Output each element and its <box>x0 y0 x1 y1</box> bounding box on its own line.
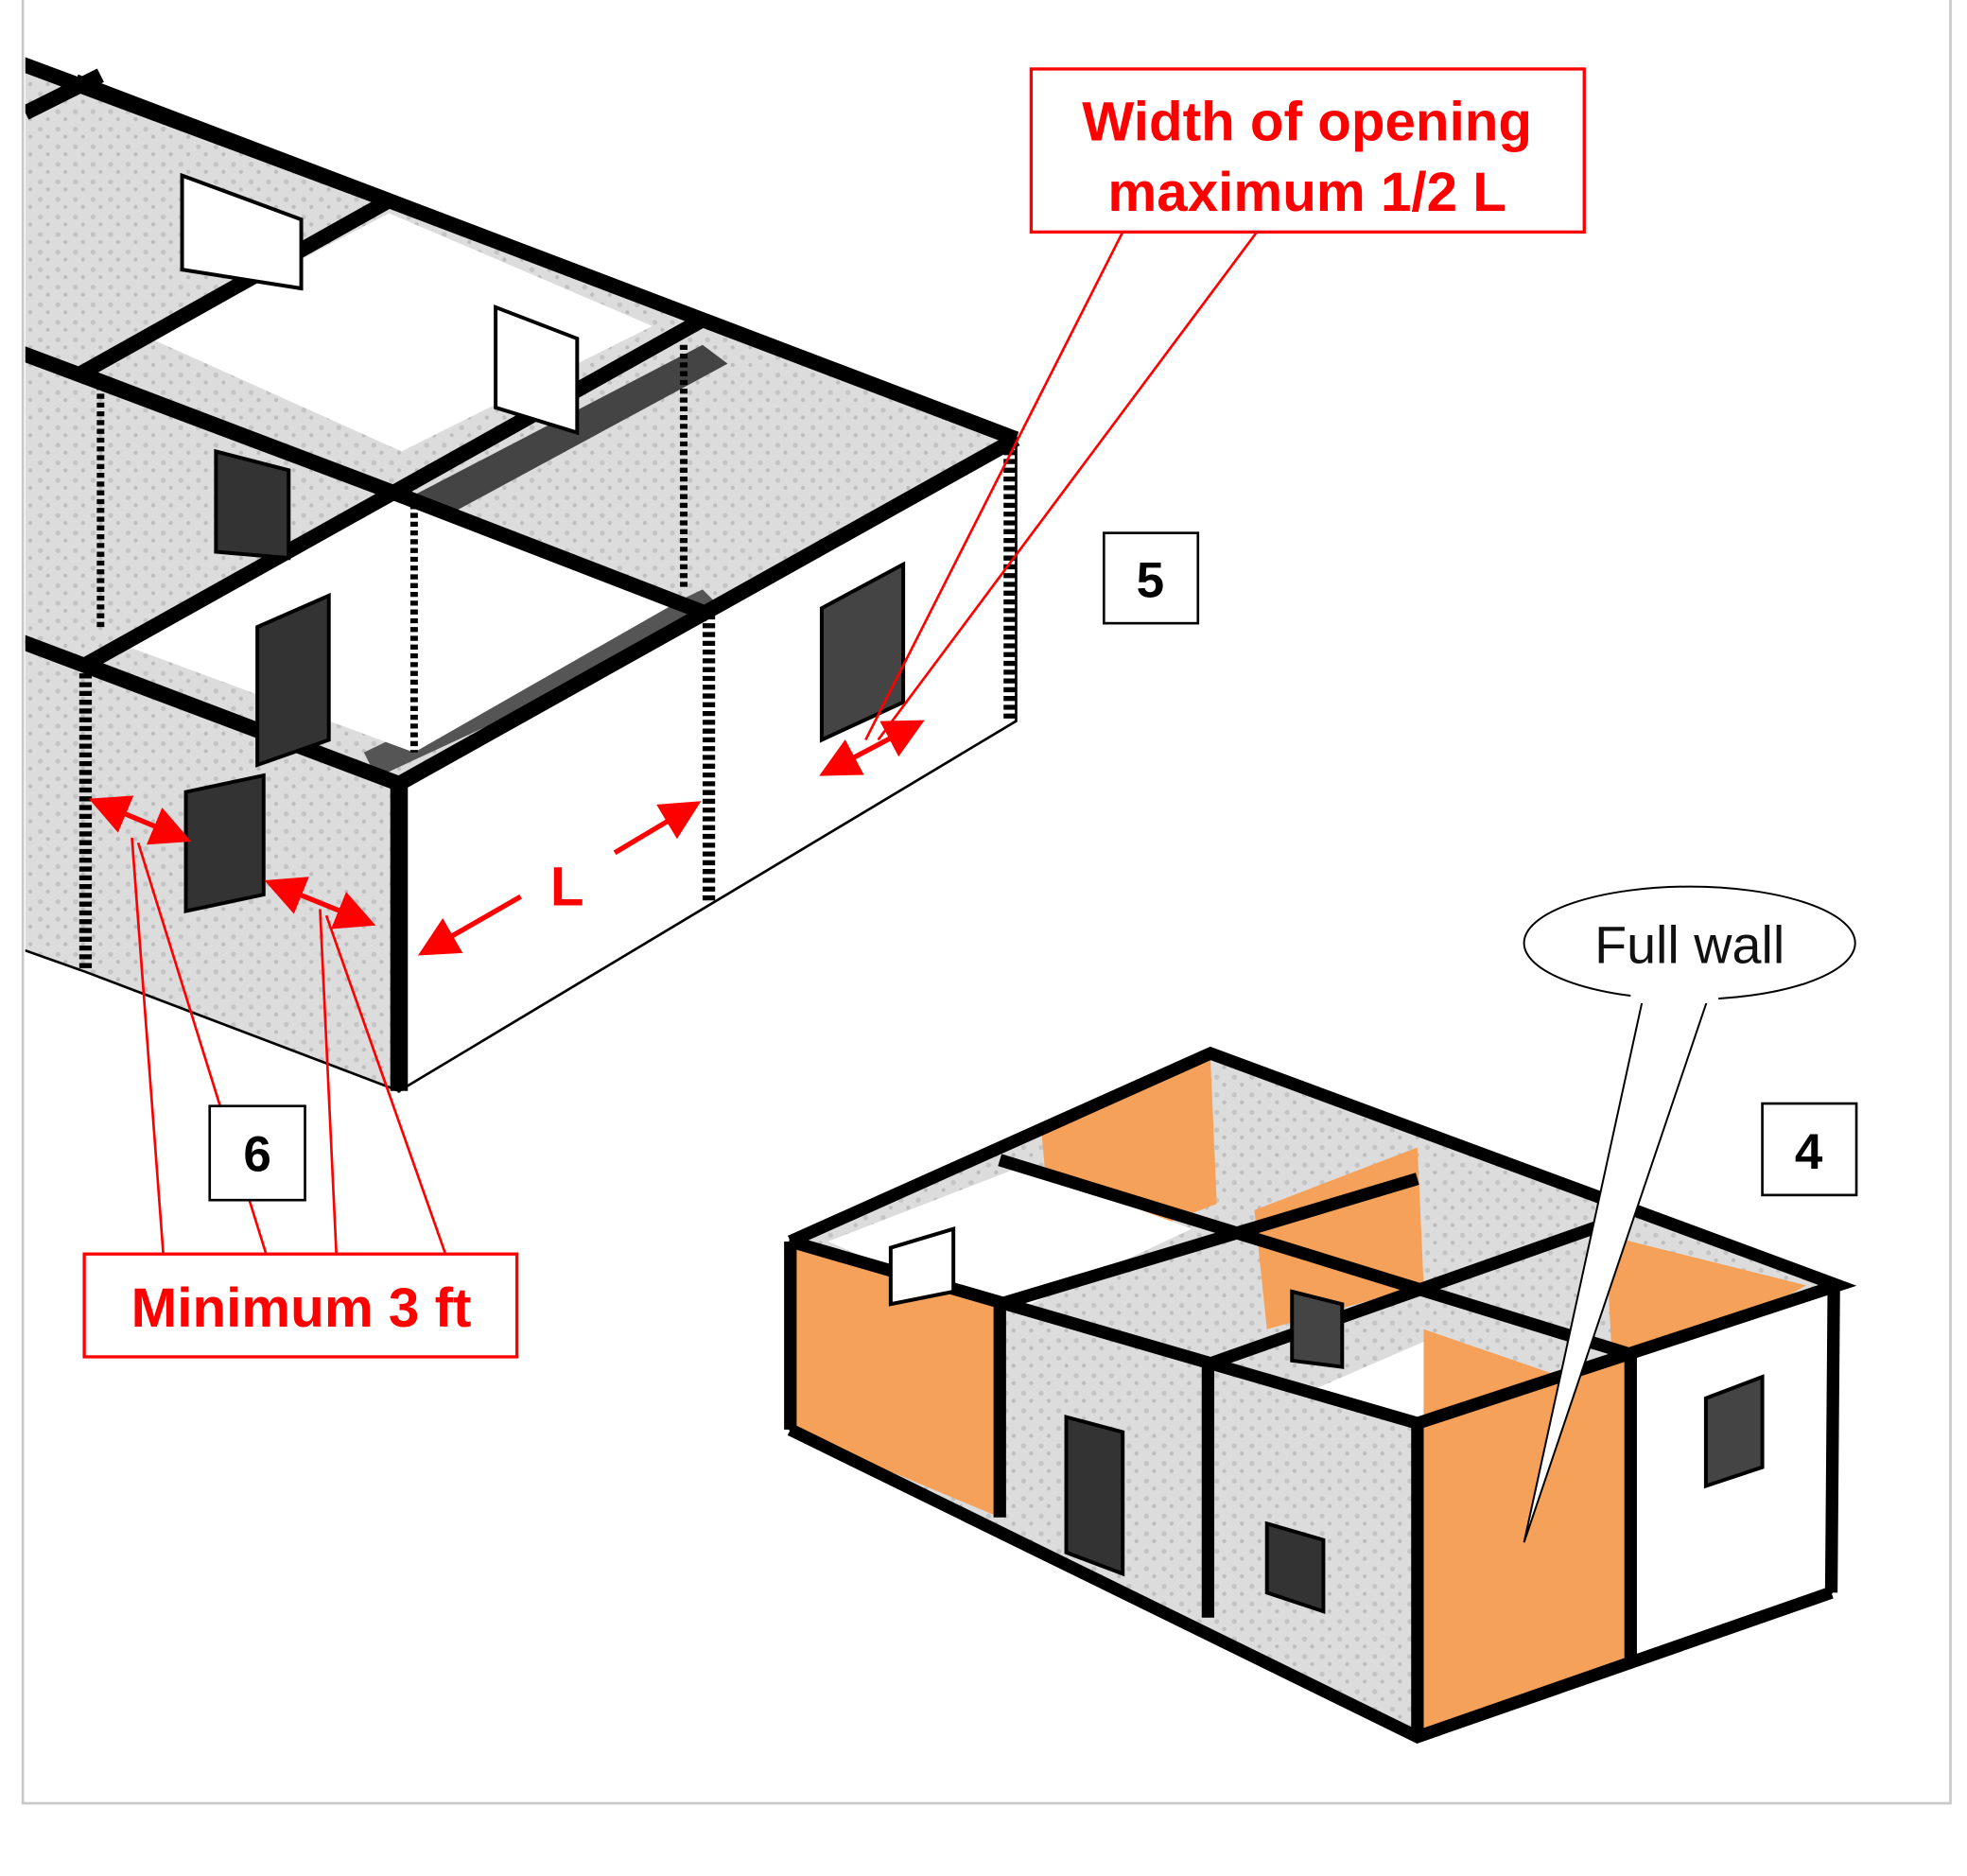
minimum-distance-callout: Minimum 3 ft <box>82 795 519 1359</box>
floor-shadow <box>401 344 728 528</box>
svg-text:6: 6 <box>243 1127 271 1183</box>
length-dimension: L <box>417 801 702 956</box>
large-building <box>25 57 1020 1094</box>
length-symbol: L <box>550 857 584 918</box>
step-number-4: 4 <box>1761 1102 1858 1197</box>
door <box>1064 1415 1125 1577</box>
window <box>819 561 906 743</box>
full-wall-front <box>1417 1354 1631 1737</box>
door <box>255 592 331 768</box>
door <box>214 448 291 561</box>
small-building <box>784 1046 1857 1744</box>
window <box>180 172 304 291</box>
floor-shadow <box>363 589 728 778</box>
step-number-5: 5 <box>1102 531 1200 625</box>
full-wall-label: Full wall <box>1594 916 1784 975</box>
step-number-6: 6 <box>208 1104 306 1202</box>
opening-width-arrow <box>819 720 925 776</box>
full-wall-callout: Full wall <box>1523 885 1856 1543</box>
svg-text:5: 5 <box>1137 552 1165 608</box>
minimum-distance-label: Minimum 3 ft <box>131 1277 472 1339</box>
opening-width-callout: Width of opening maximum 1/2 L <box>864 67 1586 741</box>
figure-frame <box>21 0 1952 1805</box>
opening-width-label-line2: maximum 1/2 L <box>1107 162 1506 223</box>
window <box>888 1226 956 1307</box>
door <box>1290 1289 1345 1369</box>
window <box>1703 1374 1765 1489</box>
opening-width-label-line1: Width of opening <box>1082 92 1532 153</box>
window <box>494 304 580 436</box>
svg-text:4: 4 <box>1795 1124 1823 1180</box>
window <box>183 773 266 913</box>
window <box>1264 1520 1326 1614</box>
